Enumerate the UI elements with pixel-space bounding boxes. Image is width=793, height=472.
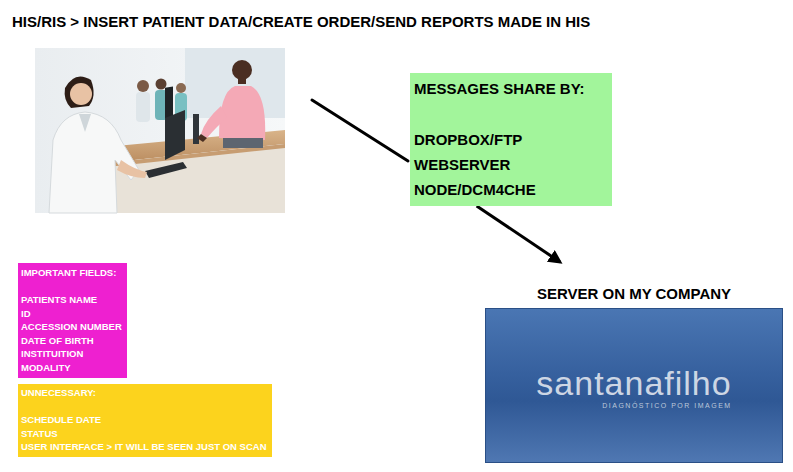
server-box: santanafilhoDIAGNÓSTICO POR IMAGEM SERVER… <box>485 262 783 463</box>
list-item: STATUS <box>21 427 58 441</box>
server-heading: SERVER ON MY COMPANY <box>485 284 783 304</box>
list-item: ACCESSION NUMBER <box>21 320 122 334</box>
reception-photo <box>35 48 285 213</box>
logo: santanafilhoDIAGNÓSTICO POR IMAGEM <box>536 365 731 410</box>
flow-arrow <box>477 206 560 262</box>
box-heading: IMPORTANT FIELDS: <box>21 266 116 280</box>
channel-box: MESSAGES SHARE BY: DROPBOX/FTPWEBSERVERNO… <box>410 73 612 206</box>
list-item: INSTITUITION <box>21 347 83 361</box>
box-heading: UNNECESSARY: <box>21 386 96 400</box>
list-item: NODE/DCM4CHE <box>414 177 536 202</box>
logo-tagline: DIAGNÓSTICO POR IMAGEM <box>536 401 731 410</box>
flow-line <box>312 100 408 161</box>
list-item: MODALITY <box>21 361 71 375</box>
unneeded-box: UNNECESSARY: SCHEDULE DATESTATUSUSER INTE… <box>18 384 272 457</box>
list-item: PATIENTS NAME <box>21 293 97 307</box>
list-item: SCHEDULE DATE <box>21 413 101 427</box>
logo-wrap: santanafilhoDIAGNÓSTICO POR IMAGEM <box>486 365 782 412</box>
list-item: ID <box>21 307 31 321</box>
list-item: DATE OF BIRTH <box>21 334 94 348</box>
list-item: USER INTERFACE > IT WILL BE SEEN JUST ON… <box>21 440 267 454</box>
server-logo-panel: santanafilhoDIAGNÓSTICO POR IMAGEM <box>485 308 783 463</box>
list-item: DROPBOX/FTP <box>414 127 522 152</box>
box-heading: MESSAGES SHARE BY: <box>414 76 585 101</box>
diagram-title: HIS/RIS > INSERT PATIENT DATA/CREATE ORD… <box>12 12 590 32</box>
logo-wordmark: santanafilho <box>536 365 731 401</box>
fields-box: IMPORTANT FIELDS: PATIENTS NAMEIDACCESSIO… <box>18 263 127 378</box>
list-item: WEBSERVER <box>414 152 510 177</box>
